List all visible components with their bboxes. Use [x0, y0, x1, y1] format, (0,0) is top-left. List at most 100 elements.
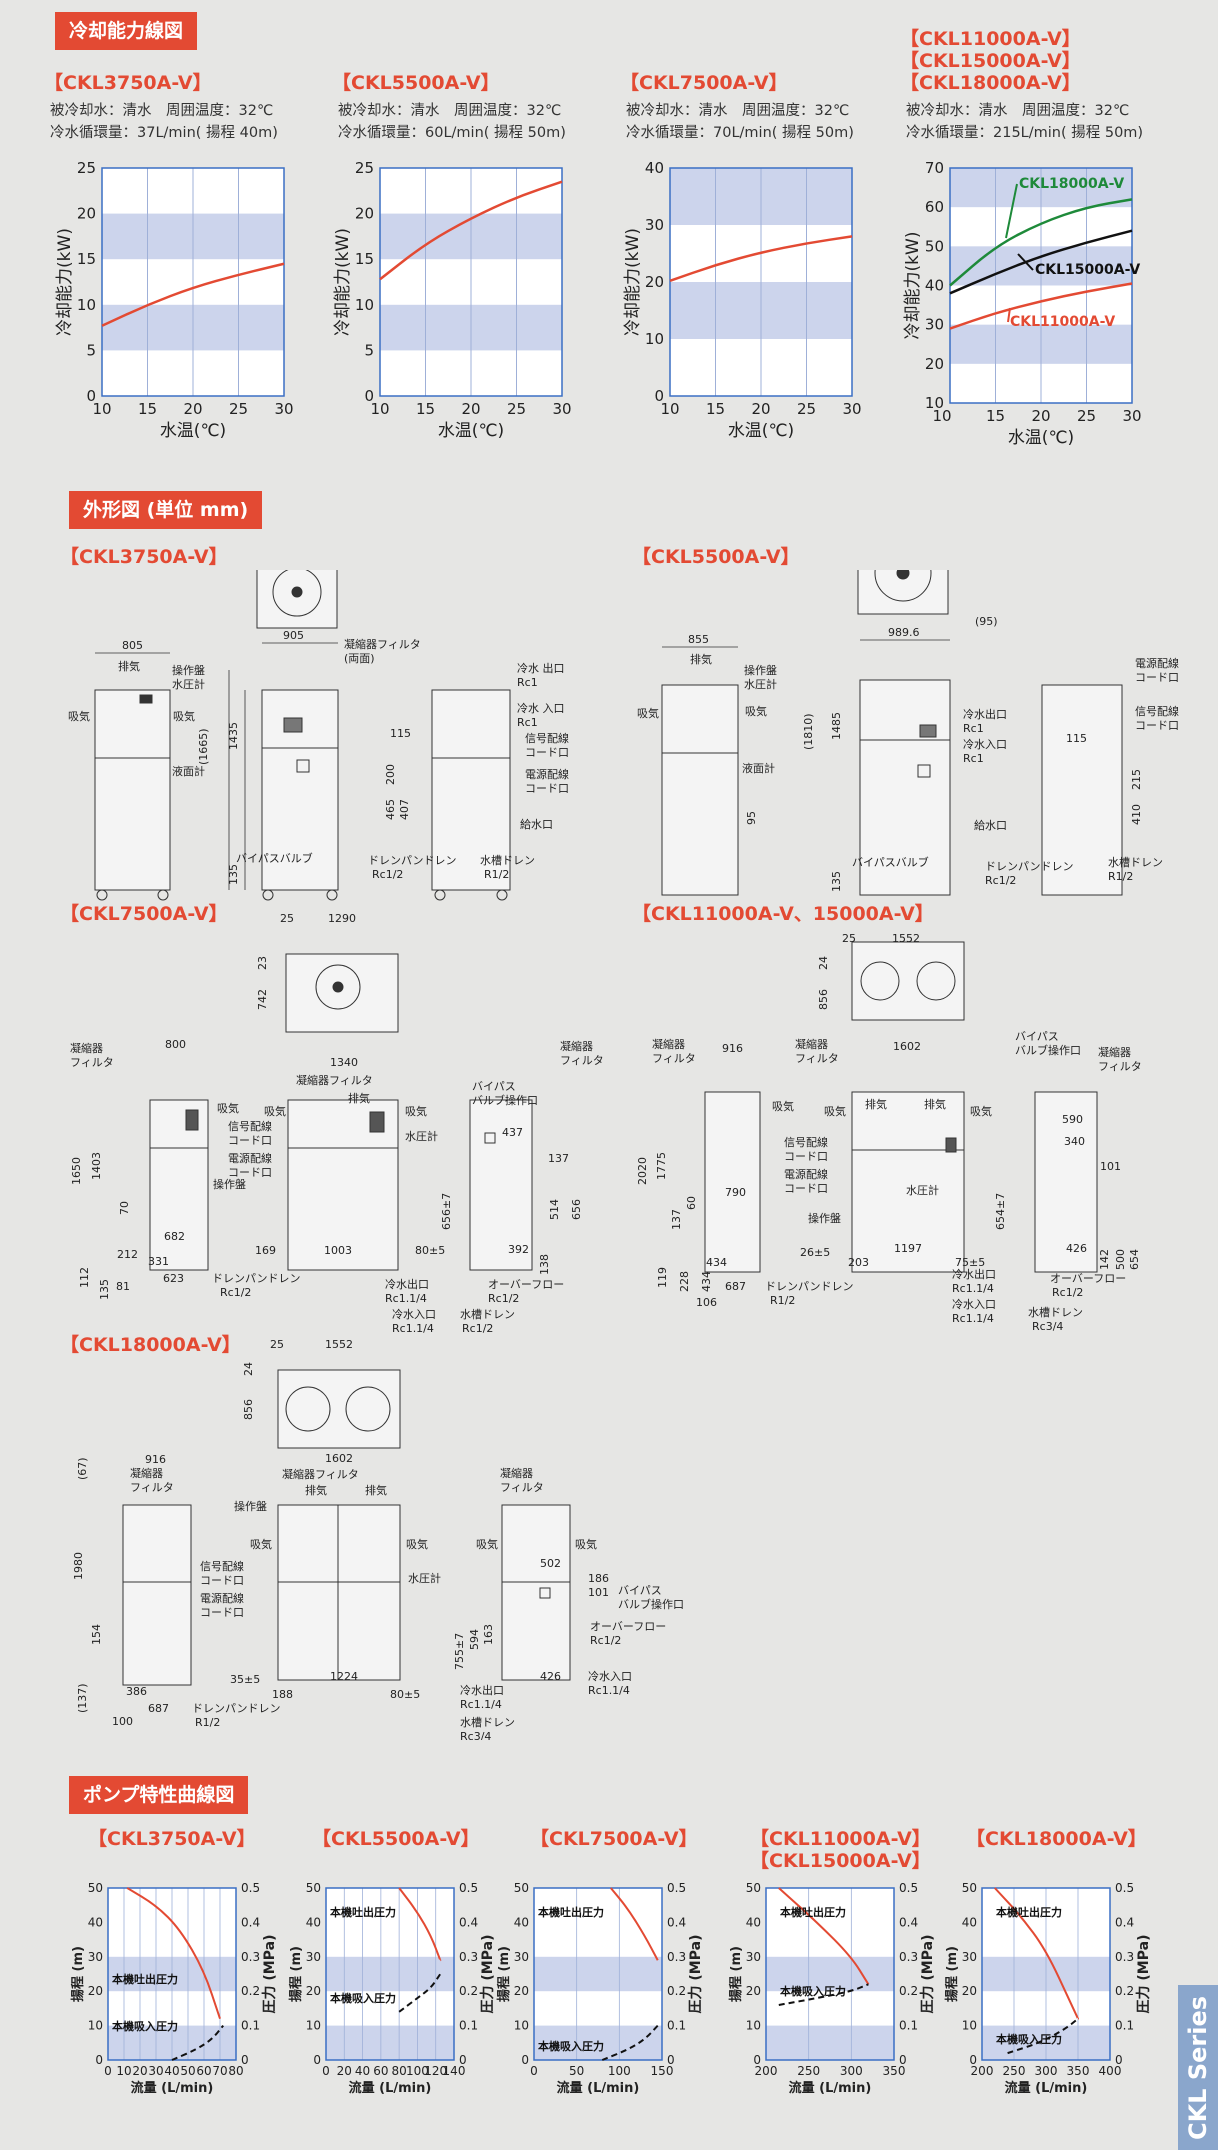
dwg-11000-rc114a: Rc1.1/4	[952, 1282, 994, 1295]
dwg-7500-fan-box	[285, 953, 399, 1033]
capacity-xlabel: 水温(℃)	[438, 421, 504, 441]
dwg-3750-exhaust: 排気	[118, 659, 140, 673]
pump-band	[326, 2025, 454, 2060]
dwg-3750-power: 電源配線	[525, 767, 569, 781]
dwg-11000-rc114b: Rc1.1/4	[952, 1312, 994, 1325]
section-dimensions-tag: 外形図 (単位 mm)	[69, 491, 263, 529]
dwg-5500-power: 電源配線	[1135, 656, 1179, 670]
dwg-18000-filt-r: フィルタ	[500, 1481, 544, 1494]
pump-ytick: 20	[746, 1984, 761, 1998]
dwg-7500-filt-r: フィルタ	[560, 1054, 604, 1067]
dwg-11000-signal: 信号配線	[784, 1135, 828, 1149]
pump-ytick: 10	[962, 2019, 977, 2033]
dwg-11000-d75: 75±5	[955, 1256, 985, 1269]
dwg-7500-rc114a: Rc1.1/4	[385, 1292, 427, 1305]
dwg-7500-d742: 742	[256, 989, 269, 1010]
pump-xlabel: 流量 (L/min)	[789, 2080, 872, 2096]
capacity-ytick: 10	[77, 296, 96, 314]
dwg-7500-tankdrain: 水槽ドレン	[460, 1308, 515, 1321]
dwg-3750-tankdrain: 水槽ドレン	[480, 854, 535, 867]
pump-xtick: 70	[212, 2064, 227, 2078]
pump-ytick: 10	[88, 2019, 103, 2033]
dwg-11000-d24: 24	[817, 956, 830, 970]
pump-model-18000: 【CKL18000A-V】	[966, 1828, 1147, 1850]
cap-model-15000: 【CKL15000A-V】	[900, 50, 1081, 72]
dwg-5500-drainpan: ドレンパンドレン	[985, 860, 1074, 873]
dwg-18000-intake-b: 吸気	[406, 1537, 428, 1551]
cap-cond1-3750: 被冷却水：清水 周囲温度：32℃	[50, 103, 274, 119]
pump-ytick: 30	[514, 1950, 529, 1964]
capacity-ytick: 15	[355, 250, 374, 268]
pump-ytick: 50	[962, 1881, 977, 1895]
pump-y2tick: 0.1	[899, 2019, 918, 2033]
pump-series-label: 本機吐出圧力	[996, 1905, 1062, 1919]
pump-model-3750: 【CKL3750A-V】	[88, 1828, 256, 1850]
dwg-3750-rear-body	[431, 689, 511, 891]
capacity-series-line	[101, 262, 285, 327]
pump-y2tick: 0.2	[241, 1984, 260, 1998]
dwg-11000-d26: 26±5	[800, 1246, 830, 1259]
dwg-7500-cord2: コード口	[228, 1166, 272, 1179]
pump-y2tick: 0.5	[667, 1881, 686, 1895]
dwg-11000-w1552: 1552	[892, 932, 920, 945]
dwg-3750-filter: 凝縮器フィルタ	[344, 637, 421, 651]
pump-frame	[325, 1887, 455, 2061]
dwg-18000-panel: 操作盤	[234, 1499, 267, 1513]
dwg-11000-h60: 60	[685, 1196, 698, 1210]
dwg-5500-exhaust: 排気	[690, 652, 712, 666]
dwg-3750-filter-both: (両面)	[344, 652, 375, 665]
dwg-18000-d80: 80±5	[390, 1688, 420, 1701]
dwg-5500-level: 液面計	[742, 761, 775, 775]
dwg-7500-drainpan: ドレンパンドレン	[212, 1272, 301, 1285]
dwg-18000-d426: 426	[540, 1670, 561, 1683]
pump-series-label: 本機吸入圧力	[996, 2032, 1062, 2046]
pump-y2tick: 0	[899, 2053, 907, 2067]
dwg-18000-rc12: Rc1/2	[590, 1634, 621, 1647]
dwg-11000-d790: 790	[725, 1186, 746, 1199]
cap-model-18000: 【CKL18000A-V】	[900, 72, 1081, 94]
dwg-18000-intake-c: 吸気	[476, 1537, 498, 1551]
dwg-11000-cond-l: 凝縮器	[652, 1037, 685, 1051]
pump-y2tick: 0.4	[1115, 1915, 1134, 1929]
dwg-18000-filt-l: フィルタ	[130, 1481, 174, 1494]
dwg-11000-filt-r: フィルタ	[1098, 1060, 1142, 1073]
dim-model-7500: 【CKL7500A-V】	[60, 903, 228, 925]
capacity-frame	[669, 167, 853, 397]
dwg-11000-cond-r: 凝縮器	[1098, 1045, 1131, 1059]
pump-xtick: 120	[424, 2064, 447, 2078]
pump-ytick: 0	[969, 2053, 977, 2067]
dwg-7500-cw-out: 冷水出口	[385, 1277, 429, 1291]
pump-y2tick: 0.2	[667, 1984, 686, 1998]
dwg-7500-d138: 138	[538, 1254, 551, 1275]
cap-cond1-large: 被冷却水：清水 周囲温度：32℃	[906, 103, 1130, 119]
section-capacity-tag: 冷却能力線図	[55, 12, 198, 50]
pump-ytick: 10	[514, 2019, 529, 2033]
dwg-7500-d682: 682	[164, 1230, 185, 1243]
dwg-18000-signal: 信号配線	[200, 1559, 244, 1573]
dwg-11000-h1775: 1775	[655, 1152, 668, 1180]
dwg-3750-intake-l: 吸気	[68, 709, 90, 723]
pump-xtick: 20	[337, 2064, 352, 2078]
dwg-7500-d169: 169	[255, 1244, 276, 1257]
dwg-5500-d95b: 95	[745, 811, 758, 825]
dwg-18000-d137: (137)	[76, 1683, 89, 1713]
capacity-ytick: 50	[925, 237, 944, 255]
dwg-18000-h1980: 1980	[72, 1552, 85, 1580]
capacity-ytick: 5	[86, 341, 96, 359]
pump-xlabel: 流量 (L/min)	[349, 2080, 432, 2096]
dwg-7500-rear-body	[469, 1099, 533, 1271]
dwg-11000-drainpan: ドレンパンドレン	[765, 1280, 854, 1293]
dim-model-3750: 【CKL3750A-V】	[60, 546, 228, 568]
pump-ylabel2: 圧力 (MPa)	[687, 1935, 704, 2014]
pump-y2tick: 0.3	[899, 1950, 918, 1964]
capacity-series-label: CKL11000A-V	[1010, 314, 1115, 330]
dwg-3750-fan-hub	[291, 586, 303, 598]
dwg-7500-d437: 437	[502, 1126, 523, 1139]
capacity-xtick: 10	[92, 400, 111, 418]
dwg-11000-front-body	[851, 1091, 965, 1273]
pump-xtick: 250	[797, 2064, 820, 2078]
